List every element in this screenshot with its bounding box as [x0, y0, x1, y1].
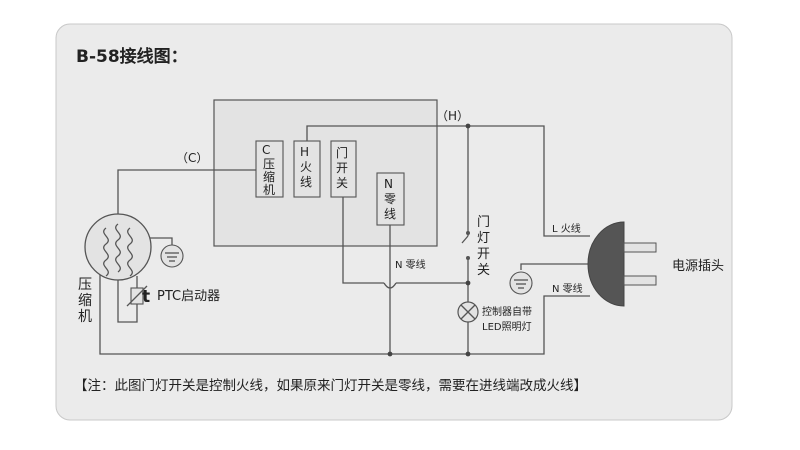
ptc-label: PTC启动器 — [157, 289, 220, 304]
ground-icon — [509, 271, 533, 295]
terminal-compressor: C 压 缩 机 — [255, 140, 284, 198]
svg-text:H: H — [300, 145, 309, 159]
compressor-label: 压 — [78, 277, 92, 293]
terminal-live: H 火 线 — [293, 140, 321, 198]
wires — [99, 123, 590, 357]
svg-text:门: 门 — [336, 145, 348, 160]
svg-text:机: 机 — [78, 309, 92, 325]
svg-text:机: 机 — [263, 183, 275, 197]
neutral-wire-label-right: N 零线 — [552, 282, 583, 295]
svg-text:开: 开 — [477, 247, 490, 262]
plug-label: 电源插头 — [672, 259, 724, 274]
live-wire-label: L 火线 — [552, 222, 581, 235]
svg-text:火: 火 — [300, 160, 312, 174]
neutral-wire-label: N 零线 — [395, 258, 426, 271]
svg-text:缩: 缩 — [78, 293, 92, 309]
svg-text:关: 关 — [336, 176, 348, 190]
wire-label-h: （H） — [436, 109, 469, 123]
led-label-2: LED照明灯 — [482, 321, 532, 333]
svg-text:零: 零 — [384, 192, 396, 206]
terminal-door-switch: 门 开 关 — [330, 140, 357, 198]
wire-label-c: （C） — [176, 151, 208, 165]
led-label-1: 控制器自带 — [482, 305, 532, 318]
compressor-coil-icon — [84, 213, 152, 281]
lamp-icon — [457, 301, 479, 323]
svg-text:线: 线 — [300, 175, 312, 189]
terminal-neutral: N 零 线 — [376, 172, 405, 226]
diagram-title: B-58接线图： — [76, 46, 188, 67]
svg-text:C: C — [262, 143, 270, 157]
ground-icon — [160, 244, 184, 268]
svg-text:N: N — [384, 177, 393, 191]
svg-text:压: 压 — [263, 157, 275, 171]
note-text: 【注：此图门灯开关是控制火线，如果原来门灯开关是零线，需要在进线端改成火线】 — [74, 378, 587, 394]
door-switch-label: 门 — [477, 215, 490, 230]
svg-text:灯: 灯 — [477, 231, 490, 246]
svg-text:缩: 缩 — [263, 169, 275, 184]
svg-text:线: 线 — [384, 207, 396, 221]
svg-text:关: 关 — [477, 263, 490, 278]
plug-icon — [587, 221, 657, 307]
ptc-symbol: t — [142, 287, 150, 307]
svg-text:开: 开 — [336, 161, 348, 175]
ptc-starter-icon — [126, 285, 148, 307]
